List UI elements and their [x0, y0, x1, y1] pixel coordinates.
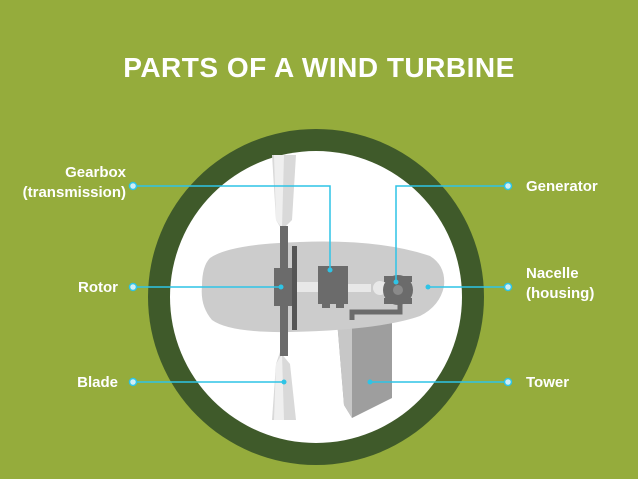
generator-label: Generator [526, 178, 598, 195]
generator-inner-dot [393, 279, 399, 285]
nacelle-inner-dot [425, 284, 431, 290]
blade-label: Blade [77, 374, 118, 391]
gearbox-leader [133, 185, 331, 270]
nacelle-label-line2: (housing) [526, 285, 595, 302]
tower-outer-dot [503, 377, 513, 387]
tower-label: Tower [526, 374, 570, 391]
nacelle-label-line1: Nacelle [526, 265, 579, 282]
gearbox-label: Gearbox (transmission) [0, 163, 126, 203]
gearbox-foot-right [336, 300, 344, 308]
generator-bottom [384, 298, 412, 304]
lower-blade-highlight [274, 354, 284, 420]
yaw-bracket [349, 304, 403, 320]
rotor-outer-dot [128, 282, 138, 292]
generator-core [393, 285, 403, 295]
tower-inner-dot [367, 379, 373, 385]
page-title: PARTS OF A WIND TURBINE [123, 52, 515, 83]
generator-top [384, 276, 412, 282]
upper-blade-highlight [274, 155, 284, 228]
rotor-plate [292, 246, 297, 330]
rotor-label: Rotor [78, 279, 118, 296]
gearbox-inner-dot [327, 267, 333, 273]
leader-lines [133, 185, 508, 383]
generator-outer-dot [503, 181, 513, 191]
lower-blade-root [280, 302, 288, 356]
low-speed-shaft [297, 282, 319, 292]
gearbox-label-line2: (transmission) [22, 184, 126, 201]
tower-highlight [337, 320, 352, 418]
gearbox-label-line1: Gearbox [65, 164, 126, 181]
blade-outer-dot [128, 377, 138, 387]
high-speed-shaft [347, 284, 371, 292]
gearbox-outer-dot [128, 181, 138, 191]
leader-endpoints [128, 181, 513, 387]
nacelle-outer-dot [503, 282, 513, 292]
generator-leader [395, 185, 508, 282]
rotor-inner-dot [278, 284, 284, 290]
gearbox-foot-left [322, 300, 330, 308]
nacelle-label: Nacelle (housing) [526, 264, 636, 304]
gearbox-shape [318, 266, 348, 304]
upper-blade-root [280, 226, 288, 270]
blade-inner-dot [281, 379, 287, 385]
